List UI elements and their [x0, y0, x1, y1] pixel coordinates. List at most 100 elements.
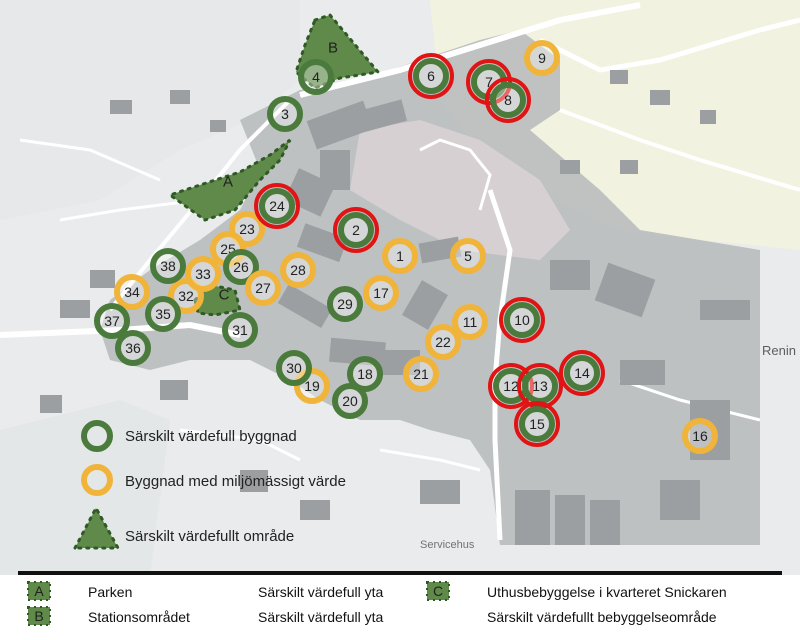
marker-highlight-ring	[485, 77, 531, 123]
marker-ring	[519, 406, 555, 442]
marker-number: 26	[233, 259, 249, 275]
marker-13: 13	[517, 363, 563, 409]
marker-number: 3	[281, 106, 289, 122]
marker-20: 20	[332, 383, 368, 419]
marker-number: 16	[692, 428, 708, 444]
marker-ring	[564, 355, 600, 391]
marker-17: 17	[363, 275, 399, 311]
marker-number: 13	[532, 378, 548, 394]
marker-number: 17	[373, 285, 389, 301]
marker-ring	[452, 304, 488, 340]
marker-number: 12	[503, 378, 519, 394]
marker-number: 33	[195, 266, 211, 282]
marker-number: 35	[155, 306, 171, 322]
marker-4: 4	[298, 59, 334, 95]
marker-ring	[327, 286, 363, 322]
marker-21: 21	[403, 356, 439, 392]
divider	[18, 571, 782, 575]
zone-label-a: A	[223, 174, 233, 191]
marker-11: 11	[452, 304, 488, 340]
marker-9: 9	[524, 40, 560, 76]
marker-ring	[338, 212, 374, 248]
marker-number: 34	[124, 284, 140, 300]
marker-number: 37	[104, 313, 120, 329]
marker-number: 23	[239, 221, 255, 237]
marker-number: 20	[342, 393, 358, 409]
zone-a-parken	[166, 138, 292, 222]
marker-5: 5	[450, 238, 486, 274]
marker-ring	[145, 296, 181, 332]
marker-number: 30	[286, 360, 302, 376]
marker-highlight-ring	[254, 183, 300, 229]
marker-number: 18	[357, 366, 373, 382]
marker-highlight-ring	[514, 401, 560, 447]
marker-ring	[682, 418, 718, 454]
legend-yellow-label: Byggnad med miljömässigt värde	[125, 473, 346, 490]
zone-a-code: A	[34, 583, 44, 599]
marker-highlight-ring	[408, 53, 454, 99]
marker-24: 24	[254, 183, 300, 229]
legend-area-label: Särskilt värdefullt område	[125, 528, 294, 545]
marker-number: 14	[574, 365, 590, 381]
marker-14: 14	[559, 350, 605, 396]
marker-highlight-ring	[333, 207, 379, 253]
label-renin: Renin	[762, 343, 796, 358]
legend: Särskilt värdefull byggnad Byggnad med m…	[72, 420, 346, 550]
marker-number: 2	[352, 222, 360, 238]
marker-number: 6	[427, 68, 435, 84]
marker-number: 31	[232, 322, 248, 338]
marker-ring	[382, 238, 418, 274]
zone-legend-c: C Uthusbebyggelse i kvarteret Snickaren …	[426, 581, 727, 625]
marker-ring	[332, 383, 368, 419]
zone-b-type: Särskilt värdefull yta	[258, 609, 383, 625]
marker-highlight-ring	[499, 297, 545, 343]
marker-15: 15	[514, 401, 560, 447]
marker-number: 15	[529, 416, 545, 432]
marker-number: 11	[463, 314, 478, 330]
marker-ring	[425, 324, 461, 360]
marker-number: 5	[464, 248, 472, 264]
zone-c-name: Uthusbebyggelse i kvarteret Snickaren	[487, 584, 727, 600]
zone-c-snickaren	[193, 283, 242, 317]
marker-1: 1	[382, 238, 418, 274]
marker-ring	[450, 238, 486, 274]
zone-c-type: Särskilt värdefullt bebyggelseområde	[487, 609, 717, 625]
marker-number: 32	[178, 288, 194, 304]
marker-35: 35	[145, 296, 181, 332]
marker-highlight-ring	[559, 350, 605, 396]
marker-number: 21	[413, 366, 429, 382]
marker-ring	[150, 248, 186, 284]
marker-28: 28	[280, 252, 316, 288]
zone-legend-a: A Parken Särskilt värdefull yta	[27, 581, 383, 601]
legend-yellow-circle	[81, 464, 113, 496]
marker-ring	[94, 303, 130, 339]
marker-number: 29	[337, 296, 353, 312]
marker-number: 7	[485, 74, 493, 90]
legend-area-symbol	[72, 504, 121, 550]
zone-b-stationsomradet	[294, 13, 381, 90]
marker-number: 9	[538, 50, 546, 66]
marker-29: 29	[327, 286, 363, 322]
marker-ring	[267, 96, 303, 132]
marker-highlight-ring	[488, 363, 534, 409]
zone-areas	[166, 13, 381, 317]
zone-a-name: Parken	[88, 584, 132, 600]
label-servicehus: Servicehus	[420, 539, 475, 551]
marker-ring	[115, 330, 151, 366]
marker-3: 3	[267, 96, 303, 132]
marker-27: 27	[245, 270, 281, 306]
zone-label-c: C	[219, 287, 230, 304]
marker-30: 30	[276, 350, 312, 386]
marker-number: 10	[514, 312, 530, 328]
marker-36: 36	[115, 330, 151, 366]
zone-legend-b: B Stationsområdet Särskilt värdefull yta	[27, 606, 383, 626]
marker-number: 24	[269, 198, 285, 214]
marker-number: 27	[255, 280, 271, 296]
marker-ring	[347, 356, 383, 392]
marker-ring	[114, 274, 150, 310]
marker-number: 22	[435, 334, 451, 350]
zone-legend: A Parken Särskilt värdefull yta B Statio…	[27, 581, 727, 626]
marker-number: 38	[160, 258, 176, 274]
